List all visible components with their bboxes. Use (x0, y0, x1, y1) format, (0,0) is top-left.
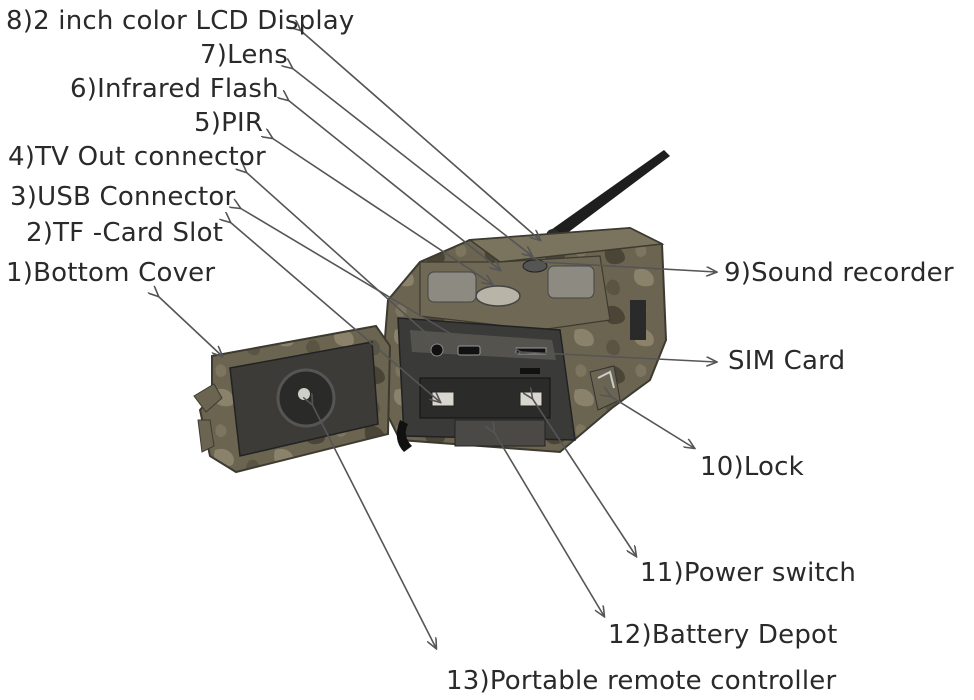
label-lock: 10)Lock (700, 452, 804, 482)
label-power-switch: 11)Power switch (640, 558, 857, 588)
label-lens: 7)Lens (200, 40, 288, 70)
camera-body (378, 226, 668, 454)
label-battery-depot: 12)Battery Depot (608, 620, 838, 650)
bottom-cover (193, 324, 392, 474)
label-sim-card: SIM Card (728, 346, 846, 376)
leader-lines (158, 30, 716, 648)
label-bottom-cover: 1)Bottom Cover (6, 258, 216, 288)
label-usb-connector: 3)USB Connector (10, 182, 236, 212)
label-tv-out-connector: 4)TV Out connector (8, 142, 266, 172)
label-tf-card-slot: 2)TF -Card Slot (26, 218, 224, 248)
label-sound-recorder: 9)Sound recorder (724, 258, 954, 288)
label-portable-remote-controller: 13)Portable remote controller (446, 666, 837, 696)
label-pir: 5)PIR (194, 108, 264, 138)
label-infrared-flash: 6)Infrared Flash (70, 74, 279, 104)
label-lcd-display: 8)2 inch color LCD Display (6, 6, 355, 36)
